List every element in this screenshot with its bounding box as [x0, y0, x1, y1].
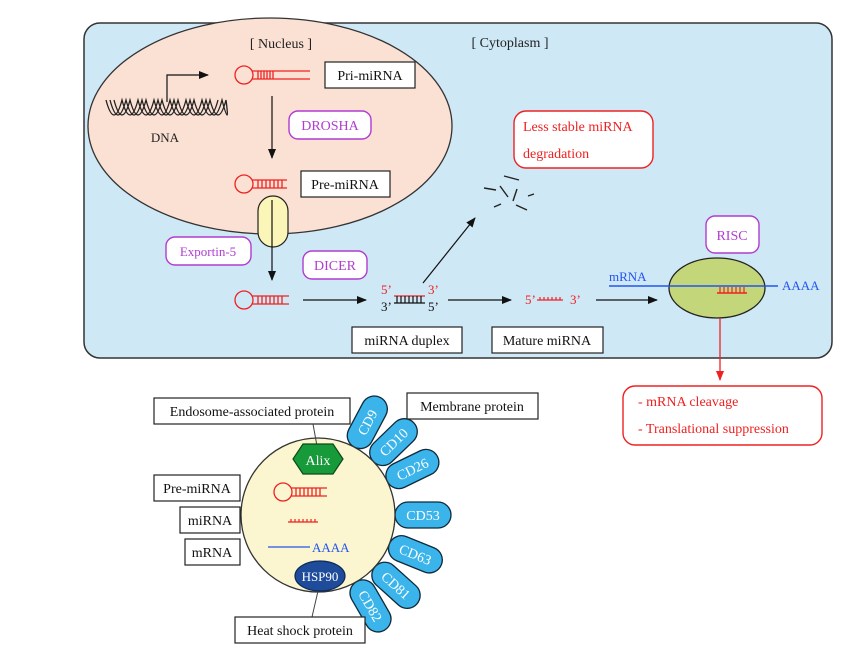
endosome-protein-label: Endosome-associated protein — [170, 405, 334, 420]
transcription-arrow — [166, 71, 209, 102]
degradation-arrow — [422, 217, 476, 284]
mirna-duplex-label: miRNA duplex — [364, 334, 449, 349]
cargo-pre-mirna-box — [153, 474, 241, 502]
membrane-protein-cd81: CD81 — [371, 561, 421, 609]
cargo-pre-mirna-label: Pre-miRNA — [163, 482, 232, 497]
degradation-line1: Less stable miRNA — [523, 120, 634, 135]
exportin-5-label: Exportin-5 — [180, 244, 236, 259]
cargo-mrna-box — [184, 538, 241, 566]
bound-mirna-icon — [717, 287, 747, 294]
dna-icon — [105, 97, 228, 116]
pre-mirna-hairpin-icon — [234, 174, 287, 194]
membrane-protein-box — [406, 392, 539, 420]
mature-mirna-box — [491, 326, 604, 354]
drosha-box — [288, 110, 372, 140]
target-polya-label: AAAA — [782, 278, 820, 293]
exportin-5-pore — [257, 195, 289, 248]
mature-5prime: 5’ — [525, 292, 536, 307]
risc-complex — [668, 257, 766, 319]
hsp-leader — [311, 590, 319, 618]
drosha-label: DROSHA — [301, 119, 359, 134]
pre-mirna-box — [300, 170, 391, 198]
cytoplasmic-pre-mirna-icon — [234, 290, 289, 310]
target-mrna-label: mRNA — [609, 269, 647, 284]
heat-shock-box — [234, 616, 366, 644]
nucleus-label: [ Nucleus ] — [250, 37, 312, 52]
mirna-duplex-box — [351, 326, 463, 354]
cargo-mirna-box — [179, 506, 241, 534]
risc-label: RISC — [716, 229, 747, 244]
hsp90-label: HSP90 — [302, 569, 339, 584]
outcome-line1: - mRNA cleavage — [638, 395, 738, 410]
membrane-protein-label: Membrane protein — [420, 400, 524, 415]
endosome-protein-box — [153, 397, 351, 425]
pri-mirna-label: Pri-miRNA — [337, 69, 403, 84]
degradation-box — [513, 110, 654, 169]
membrane-protein-cd53: CD53 — [394, 501, 452, 529]
outcome-box — [622, 385, 823, 446]
membrane-protein-label: CD53 — [406, 509, 439, 524]
heat-shock-label: Heat shock protein — [247, 624, 353, 639]
exportin-5-box — [165, 236, 252, 266]
dna-label: DNA — [151, 130, 180, 145]
cargo-pre-mirna-icon — [273, 482, 327, 502]
hsp90-ellipse — [294, 560, 346, 592]
degradation-line2: degradation — [523, 147, 589, 162]
duplex-5prime-bottom: 5’ — [428, 299, 439, 314]
risc-box — [705, 215, 760, 254]
mature-mirna-icon — [537, 297, 563, 301]
duplex-3prime-bottom: 3’ — [381, 299, 392, 314]
cargo-polya-label: AAAA — [312, 540, 350, 555]
membrane-protein-cd82: CD82 — [349, 579, 392, 633]
alix-label: Alix — [306, 454, 331, 469]
pri-mirna-box — [324, 61, 416, 89]
cargo-mrna-label: mRNA — [192, 546, 233, 561]
duplex-3prime-top: 3’ — [428, 282, 439, 297]
pre-mirna-label: Pre-miRNA — [311, 178, 380, 193]
mature-mirna-label: Mature miRNA — [503, 334, 592, 349]
degraded-fragments-icon — [483, 175, 535, 211]
cytoplasm-label: [ Cytoplasm ] — [472, 36, 549, 51]
dicer-label: DICER — [314, 259, 357, 274]
duplex-5prime-top: 5’ — [381, 282, 392, 297]
cargo-mirna-label: miRNA — [188, 514, 233, 529]
pri-mirna-hairpin-icon — [234, 65, 310, 85]
dicer-box — [302, 250, 368, 280]
endosome-leader — [312, 423, 318, 447]
outcome-line2: - Translational suppression — [638, 422, 789, 437]
mirna-duplex-icon — [394, 295, 425, 304]
mature-3prime: 3’ — [570, 292, 581, 307]
alix-hexagon — [292, 443, 344, 475]
cargo-mirna-icon — [288, 519, 318, 523]
